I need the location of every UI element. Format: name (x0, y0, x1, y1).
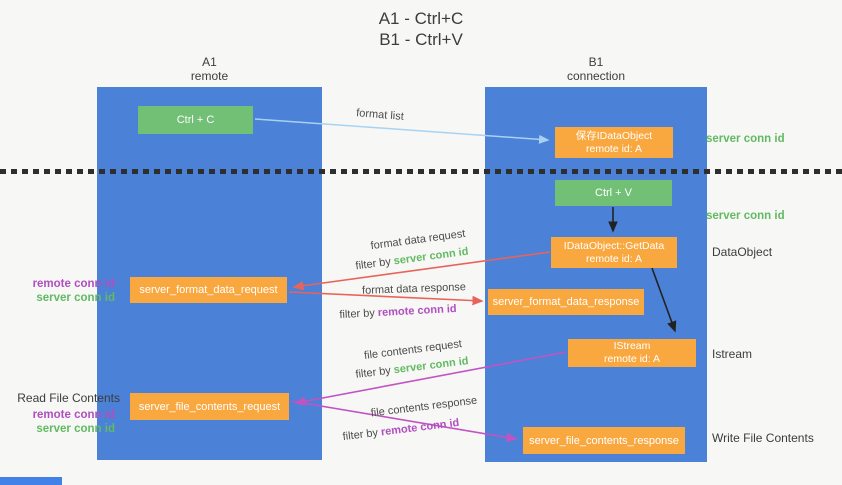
save-dataobject-node: 保存IDataObject remote id: A (555, 127, 673, 158)
column-b-header: B1 connection (485, 55, 707, 83)
read-file-contents-annotation: Read File Contents (17, 391, 120, 405)
server-file-contents-request-node: server_file_contents_request (130, 393, 289, 420)
getdata-node: IDataObject::GetData remote id: A (551, 237, 677, 268)
write-file-contents-annotation: Write File Contents (712, 431, 814, 445)
filter-value-server-conn-id: server conn id (393, 355, 470, 377)
format-list-arrow-label: format list (355, 107, 405, 123)
server-file-contents-response-label: server_file_contents_response (529, 434, 679, 447)
ctrl-v-node: Ctrl + V (555, 180, 672, 206)
filter-by-text: filter by (354, 255, 392, 273)
istream-annotation: Istream (712, 347, 753, 361)
dataobject-annotation: DataObject (712, 245, 773, 259)
filter-by-text: filter by (342, 426, 379, 444)
file-contents-response-label: file contents response (370, 394, 478, 420)
left-server-conn-id-1: server conn id (36, 292, 115, 304)
left-server-conn-id-2: server conn id (36, 423, 115, 435)
filter-value-server-conn-id: server conn id (393, 245, 470, 268)
filter-value-remote-conn-id: remote conn id (380, 416, 460, 439)
server-format-data-request-node: server_format_data_request (130, 277, 287, 303)
istream-line2: remote id: A (603, 353, 661, 365)
server-format-data-response-node: server_format_data_response (488, 289, 644, 315)
column-a-name: remote (190, 69, 229, 83)
filter-value-remote-conn-id: remote conn id (377, 302, 457, 320)
ctrl-c-node: Ctrl + C (138, 106, 253, 134)
column-b-name: connection (566, 69, 626, 83)
filter-by-text: filter by (354, 364, 392, 381)
title-line-1: A1 - Ctrl+C (378, 9, 464, 28)
server-file-contents-response-node: server_file_contents_response (523, 427, 685, 454)
server-conn-id-annotation-top: server conn id (706, 133, 785, 145)
title-line-2: B1 - Ctrl+V (379, 30, 463, 49)
istream-node: IStream remote id: A (568, 339, 696, 367)
save-dataobject-line2: remote id: A (585, 142, 643, 155)
diagram-title: A1 - Ctrl+C B1 - Ctrl+V (0, 8, 842, 50)
server-format-data-request-label: server_format_data_request (139, 284, 278, 296)
getdata-line1: IDataObject::GetData (563, 239, 665, 252)
session-divider-dotted-line (0, 169, 842, 174)
column-a-id: A1 (202, 55, 217, 69)
column-b-id: B1 (588, 55, 604, 69)
ctrl-c-label: Ctrl + C (176, 114, 215, 126)
ctrl-v-label: Ctrl + V (595, 187, 632, 199)
server-format-data-response-label: server_format_data_response (492, 296, 640, 308)
bottom-left-blue-strip (0, 477, 62, 485)
column-a-header: A1 remote (97, 55, 322, 83)
format-data-response-label: format data response (361, 281, 467, 297)
filter-by-text: filter by (339, 307, 376, 322)
save-dataobject-line1: 保存IDataObject (575, 129, 653, 142)
server-conn-id-annotation-mid: server conn id (706, 210, 785, 222)
istream-line1: IStream (613, 340, 651, 352)
left-remote-conn-id-2: remote conn id (32, 409, 115, 421)
left-remote-conn-id-1: remote conn id (32, 278, 115, 290)
server-file-contents-request-label: server_file_contents_request (138, 400, 281, 413)
getdata-line2: remote id: A (585, 252, 643, 265)
